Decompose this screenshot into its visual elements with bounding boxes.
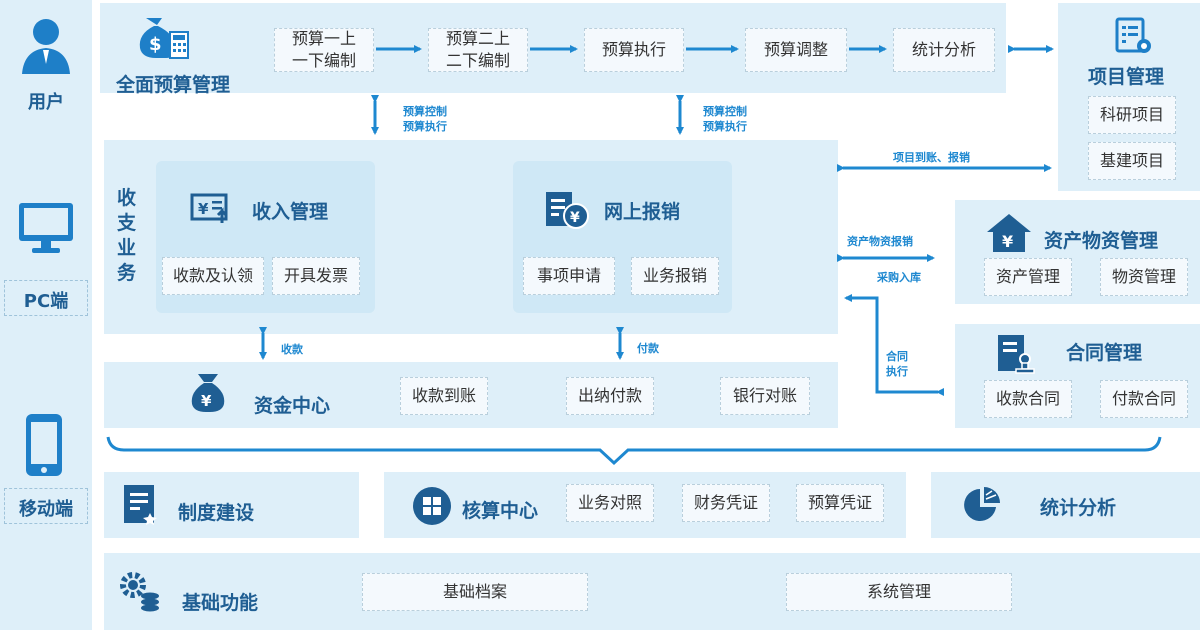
reimburse-title: 网上报销 (604, 201, 681, 223)
label-budget-control-left: 预算控制 预算执行 (403, 105, 447, 133)
budget-title: 全面预算管理 (116, 74, 231, 96)
svg-text:¥: ¥ (570, 210, 580, 226)
accounting-item-budget-voucher[interactable]: 预算凭证 (796, 484, 884, 522)
base-item-archives[interactable]: 基础档案 (362, 573, 588, 611)
accounting-title: 核算中心 (462, 500, 539, 522)
reimburse-item-application[interactable]: 事项申请 (523, 257, 615, 295)
budget-panel (100, 3, 1006, 93)
svg-text:$: $ (149, 34, 162, 55)
budget-step-1[interactable]: 预算一上 一下编制 (274, 28, 374, 72)
pie-chart-icon (964, 487, 1000, 521)
accounting-item-business[interactable]: 业务对照 (566, 484, 654, 522)
fund-item-bank-reconcile[interactable]: 银行对账 (720, 377, 810, 415)
project-title: 项目管理 (1088, 66, 1165, 88)
label-contract-exec: 合同 执行 (886, 350, 908, 378)
system-title: 制度建设 (178, 502, 255, 524)
label-purchase-storage: 采购入库 (877, 271, 921, 284)
fund-item-receipt[interactable]: 收款到账 (400, 377, 488, 415)
contract-item-payment[interactable]: 付款合同 (1100, 380, 1188, 418)
user-icon (22, 19, 70, 74)
label-budget-control-right: 预算控制 预算执行 (703, 105, 747, 133)
project-item-construction[interactable]: 基建项目 (1088, 142, 1176, 180)
contract-item-receipt[interactable]: 收款合同 (984, 380, 1072, 418)
label-payment: 付款 (637, 342, 659, 355)
project-settings-icon (1115, 17, 1151, 53)
label-receipt: 收款 (281, 343, 303, 356)
project-item-research[interactable]: 科研项目 (1088, 96, 1176, 134)
reimburse-item-business[interactable]: 业务报销 (631, 257, 719, 295)
mobile-phone-icon (26, 414, 62, 476)
asset-item-assets[interactable]: 资产管理 (984, 258, 1072, 296)
income-item-invoice[interactable]: 开具发票 (272, 257, 360, 295)
budget-step-4[interactable]: 预算调整 (745, 28, 847, 72)
house-yuan-icon: ¥ (987, 214, 1031, 252)
fund-title: 资金中心 (254, 395, 331, 417)
yuan-bag-icon: ¥ (191, 374, 225, 412)
contract-stamp-icon (998, 335, 1035, 374)
stats-title: 统计分析 (1040, 497, 1117, 519)
invoice-yuan-icon: ¥ (190, 193, 228, 223)
fund-item-cashier[interactable]: 出纳付款 (566, 377, 654, 415)
document-yuan-icon: ¥ (546, 192, 589, 229)
sidebar-item-pc[interactable]: PC端 (23, 291, 69, 312)
svg-text:¥: ¥ (201, 392, 212, 410)
asset-item-materials[interactable]: 物资管理 (1100, 258, 1188, 296)
budget-step-3[interactable]: 预算执行 (584, 28, 684, 72)
sidebar-mobile-box (4, 488, 88, 524)
label-asset-reimburse: 资产物资报销 (847, 235, 913, 248)
income-item-receipt-claim[interactable]: 收款及认领 (162, 257, 264, 295)
contract-title: 合同管理 (1066, 342, 1143, 364)
income-title: 收入管理 (252, 201, 329, 223)
document-star-icon (124, 485, 157, 525)
svg-text:¥: ¥ (198, 200, 209, 218)
accounting-item-finance-voucher[interactable]: 财务凭证 (682, 484, 770, 522)
grid-circle-icon (413, 487, 451, 525)
base-item-system-admin[interactable]: 系统管理 (786, 573, 1012, 611)
monitor-icon (19, 203, 73, 253)
budget-step-5[interactable]: 统计分析 (893, 28, 995, 72)
gears-coins-icon (120, 572, 159, 612)
asset-title: 资产物资管理 (1044, 230, 1159, 252)
base-title: 基础功能 (182, 592, 259, 614)
base-panel (104, 553, 1200, 630)
label-project-payment: 项目到账、报销 (893, 151, 970, 164)
svg-text:¥: ¥ (1002, 232, 1013, 251)
income-expense-title: 收 支 业 务 (117, 187, 137, 284)
budget-step-2[interactable]: 预算二上 二下编制 (428, 28, 528, 72)
sidebar-item-mobile[interactable]: 移动端 (19, 499, 73, 520)
money-bag-calculator-icon: $ (139, 18, 189, 59)
sidebar-pc-box (4, 280, 88, 316)
sidebar-item-user[interactable]: 用户 (28, 92, 64, 113)
